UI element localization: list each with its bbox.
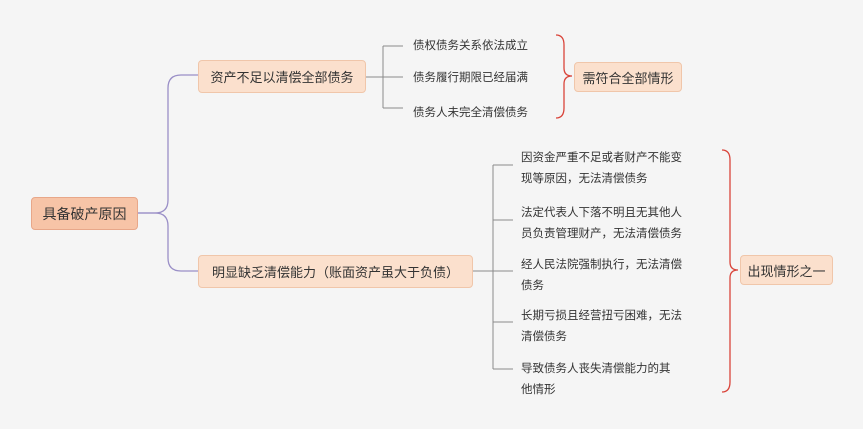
connector-branch1-leaves [366,45,403,109]
branch-lack-solvency[interactable]: 明显缺乏清偿能力（账面资产虽大于负债） [198,255,473,288]
root-label: 具备破产原因 [42,206,127,223]
brace-branch2 [721,149,739,393]
connector-root-branch2 [138,212,198,272]
branch2-item-line: 导致债务人丧失清偿能力的其 [521,361,671,375]
branch2-item-line: 员负责管理财产，无法清偿债务 [521,226,682,240]
branch2-item[interactable]: 导致债务人丧失清偿能力的其 他情形 [521,358,671,400]
root-node[interactable]: 具备破产原因 [31,197,138,230]
branch2-item-line: 他情形 [521,382,556,396]
branch2-item-line: 法定代表人下落不明且无其他人 [521,205,682,219]
branch2-item-line: 清偿债务 [521,329,567,343]
branch1-summary: 需符合全部情形 [582,71,674,87]
branch2-item[interactable]: 长期亏损且经营扭亏困难，无法 清偿债务 [521,305,682,347]
branch1-item[interactable]: 债权债务关系依法成立 [413,38,528,52]
connector-branch2-leaves [473,164,513,370]
branch2-item[interactable]: 法定代表人下落不明且无其他人 员负责管理财产，无法清偿债务 [521,202,682,244]
brace-branch1 [555,34,573,119]
branch2-item-line: 债务 [521,278,544,292]
branch2-item-line: 因资金严重不足或者财产不能变 [521,150,682,164]
branch2-item-line: 现等原因，无法清偿债务 [521,171,648,185]
branch2-item-line: 长期亏损且经营扭亏困难，无法 [521,308,682,322]
branch1-item[interactable]: 债务履行期限已经届满 [413,70,528,84]
summary-all-conditions[interactable]: 需符合全部情形 [574,62,682,92]
branch2-item[interactable]: 因资金严重不足或者财产不能变 现等原因，无法清偿债务 [521,147,682,189]
connector-root-branch1 [138,74,198,214]
branch-assets-insufficient[interactable]: 资产不足以清偿全部债务 [198,60,366,93]
branch1-item[interactable]: 债务人未完全清偿债务 [413,105,528,119]
branch2-item-line: 经人民法院强制执行，无法清偿 [521,257,682,271]
summary-any-condition[interactable]: 出现情形之一 [740,255,833,285]
branch2-item[interactable]: 经人民法院强制执行，无法清偿 债务 [521,254,682,296]
branch2-label: 明显缺乏清偿能力（账面资产虽大于负债） [211,266,459,281]
branch2-summary: 出现情形之一 [747,264,826,280]
branch1-label: 资产不足以清偿全部债务 [210,71,354,86]
